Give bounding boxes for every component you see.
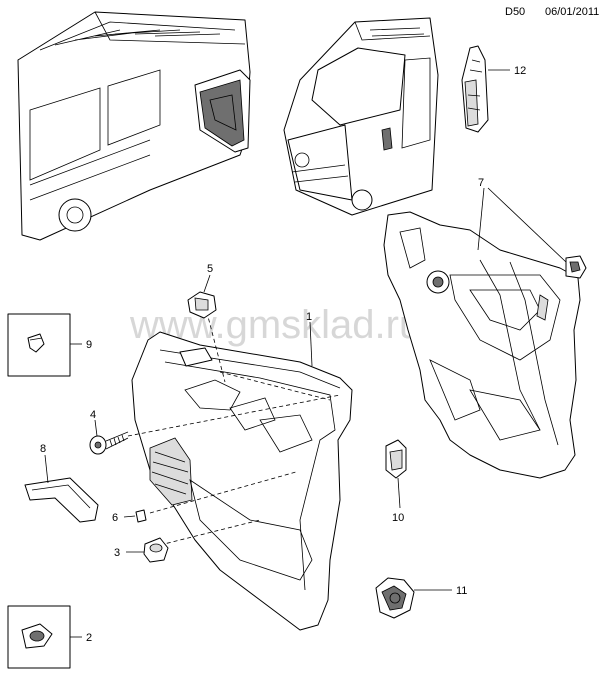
part-3-plug: 3	[114, 537, 169, 563]
callout-6: 6	[112, 512, 118, 524]
part-2-clip-box: 2	[7, 605, 92, 669]
part-1-door-trim-panel: 1	[131, 311, 353, 631]
callout-8: 8	[40, 443, 46, 455]
part-10-bracket-clip: 10	[385, 439, 407, 524]
callout-2: 2	[86, 632, 92, 644]
part-12-trim-strip: 12	[461, 45, 526, 133]
assembly-dashed-lines	[127, 304, 341, 546]
part-5-clip: 5	[187, 263, 217, 319]
part-8-pull-handle: 8	[24, 443, 99, 523]
callout-11: 11	[456, 585, 467, 597]
van-front-illustration	[283, 17, 439, 216]
part-7-regulator-panel: 7	[383, 177, 587, 479]
diagram-code: D50	[505, 6, 526, 18]
callout-9: 9	[86, 339, 92, 351]
diagram-date: 06/01/2011	[545, 6, 600, 18]
part-9-clip-box: 9	[7, 313, 92, 377]
callout-3: 3	[114, 547, 120, 559]
callout-4: 4	[90, 409, 96, 421]
part-11-grommet: 11	[375, 577, 467, 619]
callout-7: 7	[478, 177, 484, 189]
part-4-screw: 4	[89, 409, 129, 455]
callout-10: 10	[392, 512, 404, 524]
callout-5: 5	[207, 263, 213, 275]
callout-1: 1	[306, 311, 312, 323]
van-side-illustration	[17, 11, 251, 241]
callout-12: 12	[514, 65, 526, 77]
part-6-pin: 6	[112, 509, 147, 524]
